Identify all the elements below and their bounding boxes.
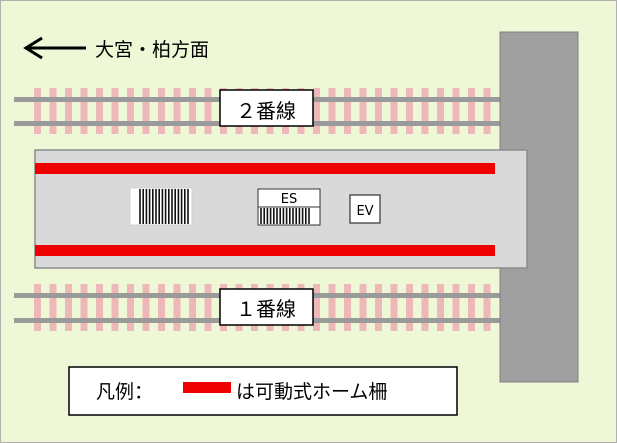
track-1-label: １番線 [236, 297, 296, 321]
sleeper [437, 88, 444, 134]
direction-label: 大宮・柏方面 [95, 39, 209, 61]
sleeper [142, 88, 150, 134]
sleeper [65, 88, 72, 134]
sleeper [111, 284, 119, 331]
sleeper [34, 88, 41, 134]
legend-box [68, 366, 458, 416]
legend-description: は可動式ホーム柵 [236, 381, 387, 403]
platform-door-upper [35, 163, 495, 174]
sleeper [158, 88, 165, 134]
elevator-label: EV [356, 204, 373, 219]
sleeper [204, 284, 212, 331]
sleeper [142, 284, 150, 331]
sleeper [328, 284, 336, 331]
sleeper [49, 88, 57, 134]
legend-door-swatch [183, 382, 231, 393]
legend: 凡例： は可動式ホーム柵 [68, 366, 458, 416]
sleeper [483, 284, 491, 331]
sleeper [80, 88, 88, 134]
sleeper [421, 88, 429, 134]
sleeper [344, 284, 351, 331]
escalator: ES [257, 188, 321, 226]
sleeper [127, 88, 134, 134]
escalator-steps [260, 208, 310, 224]
sleeper [390, 284, 398, 331]
sleeper [80, 284, 88, 331]
track-2-label: ２番線 [236, 99, 296, 123]
sleeper [375, 88, 382, 134]
sleeper [421, 284, 429, 331]
sleeper [468, 284, 475, 331]
track-1: １番線 [14, 284, 500, 331]
sleeper [359, 88, 367, 134]
sleeper [127, 284, 134, 331]
direction-indicator: 大宮・柏方面 [23, 36, 209, 61]
sleeper [49, 284, 57, 331]
sleeper [328, 88, 336, 134]
sleeper [173, 88, 181, 134]
sleeper [468, 88, 475, 134]
left-arrow-icon [23, 36, 86, 60]
track-1-label-box [219, 288, 314, 326]
sleeper [406, 284, 413, 331]
sleeper [111, 88, 119, 134]
sleeper [359, 284, 367, 331]
sleeper [189, 284, 196, 331]
legend-prefix: 凡例： [96, 381, 153, 403]
track-2-label-box [219, 89, 314, 127]
sleeper [437, 284, 444, 331]
sleeper [96, 88, 103, 134]
sleeper [158, 284, 165, 331]
sleeper [313, 88, 320, 134]
stairs [129, 187, 193, 226]
sleeper [452, 284, 460, 331]
sleeper [65, 284, 72, 331]
sleeper [390, 88, 398, 134]
sleeper [34, 284, 41, 331]
stairs-steps [139, 189, 189, 224]
sleeper [483, 88, 491, 134]
sleeper [452, 88, 460, 134]
sleeper [375, 284, 382, 331]
sleeper [344, 88, 351, 134]
escalator-label: ES [281, 192, 297, 207]
sleeper [96, 284, 103, 331]
sleeper [406, 88, 413, 134]
platform-door-lower [35, 245, 495, 256]
sleeper [173, 284, 181, 331]
sleeper [204, 88, 212, 134]
sleeper [313, 284, 320, 331]
sleeper [189, 88, 196, 134]
elevator: EV [349, 194, 381, 224]
track-2: ２番線 [14, 88, 500, 134]
